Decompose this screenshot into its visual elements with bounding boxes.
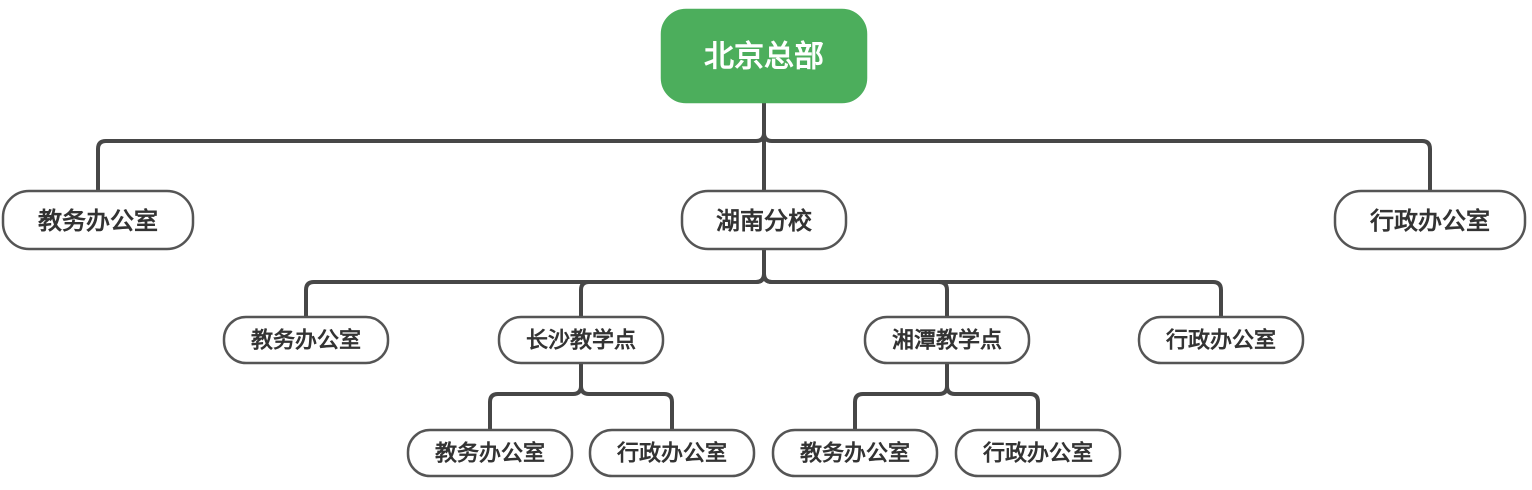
node-box-cs-academic	[406, 428, 574, 478]
connector-root-hq-academic	[96, 100, 766, 193]
node-box-xt-academic	[771, 428, 939, 478]
node-box-root	[660, 8, 868, 104]
node-label-xiangtan: 湘潭教学点	[892, 328, 1002, 354]
connector-layer	[96, 100, 1432, 432]
node-box-hq-academic	[1, 189, 195, 251]
connector-xiangtan-xt-admin	[945, 361, 1040, 432]
node-hq-admin[interactable]: 行政办公室	[1333, 189, 1527, 251]
connector-root-hq-admin	[762, 100, 1432, 193]
node-label-hq-academic: 教务办公室	[38, 207, 158, 235]
node-label-hn-admin: 行政办公室	[1165, 328, 1276, 354]
node-label-cs-academic: 教务办公室	[435, 441, 545, 467]
node-box-hn-academic	[222, 315, 390, 365]
node-xt-academic[interactable]: 教务办公室	[771, 428, 939, 478]
node-xiangtan[interactable]: 湘潭教学点	[863, 315, 1031, 365]
node-layer: 北京总部教务办公室湖南分校行政办公室教务办公室长沙教学点湘潭教学点行政办公室教务…	[1, 8, 1527, 478]
node-changsha[interactable]: 长沙教学点	[497, 315, 665, 365]
node-label-hn-academic: 教务办公室	[251, 328, 361, 354]
node-root[interactable]: 北京总部	[660, 8, 868, 104]
node-box-changsha	[497, 315, 665, 365]
node-label-xt-academic: 教务办公室	[800, 441, 910, 467]
node-label-cs-admin: 行政办公室	[616, 441, 727, 467]
node-hq-academic[interactable]: 教务办公室	[1, 189, 195, 251]
node-box-cs-admin	[588, 428, 756, 478]
node-label-hunan: 湖南分校	[716, 207, 813, 235]
node-label-xt-admin: 行政办公室	[982, 441, 1093, 467]
node-label-hq-admin: 行政办公室	[1369, 207, 1490, 235]
connector-hunan-changsha	[579, 247, 766, 319]
node-xt-admin[interactable]: 行政办公室	[954, 428, 1122, 478]
node-box-hn-admin	[1137, 315, 1305, 365]
node-hn-academic[interactable]: 教务办公室	[222, 315, 390, 365]
node-hn-admin[interactable]: 行政办公室	[1137, 315, 1305, 365]
node-label-changsha: 长沙教学点	[526, 328, 636, 354]
connector-xiangtan-xt-academic	[853, 361, 949, 432]
node-cs-admin[interactable]: 行政办公室	[588, 428, 756, 478]
connector-changsha-cs-admin	[579, 361, 674, 432]
connector-hunan-hn-admin	[762, 247, 1223, 319]
node-box-xiangtan	[863, 315, 1031, 365]
connector-changsha-cs-academic	[488, 361, 583, 432]
node-box-hunan	[680, 189, 848, 251]
node-cs-academic[interactable]: 教务办公室	[406, 428, 574, 478]
node-label-root: 北京总部	[704, 40, 824, 75]
node-box-xt-admin	[954, 428, 1122, 478]
node-box-hq-admin	[1333, 189, 1527, 251]
node-hunan[interactable]: 湖南分校	[680, 189, 848, 251]
